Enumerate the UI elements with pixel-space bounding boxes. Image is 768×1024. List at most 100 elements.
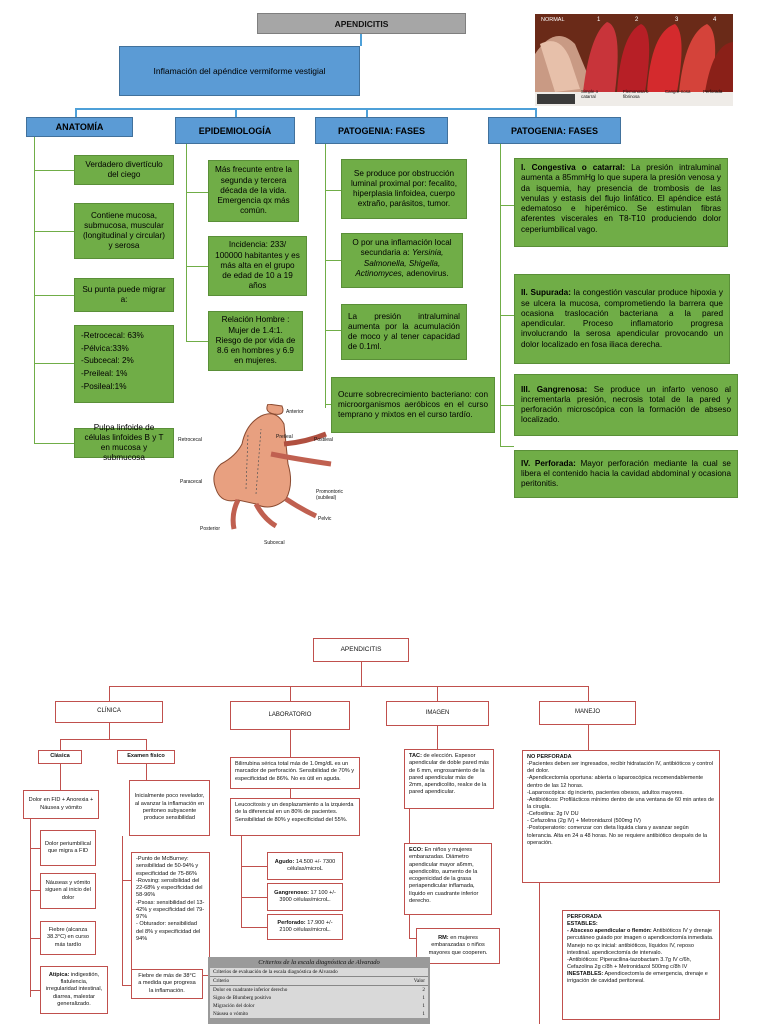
manejo-no-item-1: -Pacientes deben ser ingresados, recibir… xyxy=(527,761,713,775)
alvarado-table: Criterios de la escala diagnóstica de Al… xyxy=(208,957,430,1024)
atipica-title: Atípica: xyxy=(48,971,70,978)
anatomia-box-4: -Retrocecal: 63% -Pélvica:33% -Subcecal:… xyxy=(74,325,174,403)
photo-label-4: 4 xyxy=(713,17,717,23)
manejo-no-perforada: NO PERFORADA -Pacientes deben ser ingres… xyxy=(522,750,720,883)
fase-1-text: La presión intraluminal aumenta a 85mmHg… xyxy=(521,163,722,234)
photo-label-normal: NORMAL xyxy=(541,17,565,23)
manejo-no-item-6: - Cefazolina (2g IV) + Metronidazol (500… xyxy=(527,818,641,825)
header-anatomia: ANATOMÍA xyxy=(26,117,133,137)
photo-label-3: 3 xyxy=(675,17,679,23)
fase-4-title: IV. Perforada: xyxy=(521,458,576,468)
pat1-box-2-virus: adenovirus. xyxy=(406,268,449,278)
clinica-clasica: Clásica xyxy=(38,750,82,764)
imagen-rm-text: en mujeres embarazadas o niños mayores q… xyxy=(428,935,488,956)
photo-caption-4: Perforada xyxy=(703,89,723,94)
alvarado-caption: Criterios de la escala diagnóstica de Al… xyxy=(258,959,380,966)
bottom-title: APENDICITIS xyxy=(313,638,409,662)
clasica-box-4: Fiebre (alcanza 38.3°C) en curso más tar… xyxy=(40,921,96,955)
manejo-no-item-5: -Cefoxitina: 2g IV DU xyxy=(527,811,579,818)
retrocecal-value: -Retrocecal: 63% xyxy=(81,331,144,340)
alvarado-criterio: Signo de Blumberg positivo xyxy=(213,995,272,1001)
alvarado-valor: 1 xyxy=(422,1011,425,1017)
anat-label-anterior: Anterior xyxy=(286,409,304,415)
clasica-box-2: Dolor periumbilical que migra a FID xyxy=(40,830,96,866)
fase-4-box: IV. Perforada: Mayor perforación mediant… xyxy=(514,450,738,498)
pelvica-value: -Pélvica:33% xyxy=(81,343,129,353)
lab-box-1: Bilirrubina sérica total más de 1.0mg/dL… xyxy=(230,757,360,789)
examen-box-1: Inicialmente poco revelador, al avanzar … xyxy=(129,780,210,836)
manejo-no-item-2: -Apendicectomía oportuna: abierta o lapa… xyxy=(527,775,704,789)
photo-caption-2: Flemonosa o fibrinosa xyxy=(623,89,649,99)
anatomia-box-2: Contiene mucosa, submucosa, muscular (lo… xyxy=(74,203,174,259)
pat1-box-2-text: O por una inflamación local secundaria a… xyxy=(352,238,452,258)
pat1-box-1: Se produce por obstrucción luminal proxi… xyxy=(341,159,467,219)
imagen-eco-text: En niños y mujeres embarazadas. Diámetro… xyxy=(409,847,479,904)
alvarado-valor: 1 xyxy=(422,995,425,1001)
anatomia-box-1: Verdadero divertículo del ciego xyxy=(74,155,174,185)
alvarado-valor: 2 xyxy=(422,987,425,993)
branch-laboratorio: LABORATORIO xyxy=(230,701,350,730)
pat1-box-3: La presión intraluminal aumenta por la a… xyxy=(341,304,467,360)
fase-1-box: I. Congestiva o catarral: La presión int… xyxy=(514,158,728,247)
fase-2-text: la congestión vascular produce hipoxia y… xyxy=(521,288,723,349)
manejo-si-item-2-text: Manejo no qx inicial: antibióticos, líqu… xyxy=(567,942,694,956)
fase-1-title: I. Congestiva o catarral: xyxy=(521,163,626,172)
examen-box-3: Fiebre de más de 38°C a medida que progr… xyxy=(131,969,203,999)
anat-label-subcecal: Subcecal xyxy=(264,540,285,546)
appendix-positions-illustration: Anterior Retrocecal Preileal Postileal P… xyxy=(176,404,360,550)
alvarado-head-valor: Valor xyxy=(413,978,425,984)
anatomia-box-3: Su punta puede migrar a: xyxy=(74,278,174,312)
manejo-no-item-7: -Postoperatorio: comenzar con dieta líqu… xyxy=(527,825,708,846)
anat-label-retrocecal: Retrocecal xyxy=(178,437,202,443)
clinica-examen-fisico: Examen físico xyxy=(117,750,175,764)
lab-perforado-title: Perforado: xyxy=(277,919,306,926)
manejo-no-title: NO PERFORADA xyxy=(527,754,572,760)
top-title: APENDICITIS xyxy=(257,13,466,34)
lab-agudo-title: Agudo: xyxy=(274,858,295,865)
manejo-si-item-2: Manejo no qx inicial: antibióticos, líqu… xyxy=(567,943,715,957)
branch-clinica: CLÍNICA xyxy=(55,701,163,723)
lab-perforado-value: 17.900 +/- 2100 células/microL. xyxy=(279,919,333,933)
fase-3-title: III. Gangrenosa: xyxy=(521,384,588,394)
lab-perforado: Perforado: 17.900 +/- 2100 células/micro… xyxy=(267,914,343,940)
imagen-tac-text: de elección. Espesor apendicular de dobl… xyxy=(409,753,489,796)
imagen-eco: ECO: En niños y mujeres embarazadas. Diá… xyxy=(404,843,492,915)
photo-label-1: 1 xyxy=(597,17,601,23)
subcecal-value: -Subcecal: 2% xyxy=(81,356,134,366)
fase-4-text: Mayor perforación mediante la cual se li… xyxy=(521,458,731,489)
manejo-si-item-4: INESTABLES: Apendicectomía de emergencia… xyxy=(567,971,715,985)
anat-label-posterior: Posterior xyxy=(200,526,221,532)
branch-imagen: IMAGEN xyxy=(386,701,489,726)
mcburney-text: -Punto de McBurney: sensibilidad de 50-9… xyxy=(136,856,199,877)
obturador-text: - Obturador: sensibilidad del 8% y espec… xyxy=(136,921,201,942)
alvarado-head-criterio: Criterio xyxy=(213,978,230,984)
rovsing-text: -Rovsing: sensibilidad del 22-68% y espe… xyxy=(136,877,203,899)
appendix-stages-photo: NORMAL 1 2 3 4 Simple o catarral Flemono… xyxy=(535,14,733,106)
fase-2-box: II. Supurada: la congestión vascular pro… xyxy=(514,274,730,364)
lab-gangrenoso-value: 17 100 +/- 3900 células/microL. xyxy=(279,889,336,903)
manejo-perforada: PERFORADA ESTABLES: - Absceso apendicula… xyxy=(562,910,720,1020)
fase-3-box: III. Gangrenosa: Se produce un infarto v… xyxy=(514,374,738,436)
alvarado-row: Signo de Blumberg positivo 1 xyxy=(210,994,428,1002)
anat-label-paracecal: Paracecal xyxy=(180,479,203,485)
imagen-rm-title: RM: xyxy=(438,935,449,942)
photo-caption-1: Simple o catarral xyxy=(581,89,599,99)
manejo-si-item-1: - Absceso apendicular o flemón: Antibiót… xyxy=(567,928,715,942)
lab-box-2: Leucocitosis y un desplazamiento a la iz… xyxy=(230,798,360,836)
fase-2-title: II. Supurada: xyxy=(521,288,571,298)
preileal-value: -Preileal: 1% xyxy=(81,369,128,379)
manejo-no-item-3: -Laparoscópica: dg incierto, pacientes o… xyxy=(527,789,684,796)
psoas-text: -Psoas: sensibilidad del 13-42% y especi… xyxy=(136,899,205,921)
lab-agudo-value: 14.500 +/- 7300 células/microL xyxy=(287,858,336,872)
imagen-tac-title: TAC: xyxy=(409,753,422,759)
manejo-si-item-1-head: - Absceso apendicular o flemón: xyxy=(567,928,652,935)
fase-3-text: Se produce un infarto venoso al incremen… xyxy=(521,384,732,425)
manejo-si-item-4-text: Apendicectomía de emergencia, drenaje e … xyxy=(567,971,708,985)
clasica-box-1: Dolor en FID + Anorexia + Náusea y vómit… xyxy=(23,790,99,819)
epi-box-2: Incidencia: 233/ 100000 habitantes y es … xyxy=(208,236,307,296)
manejo-si-item-3: -Antibióticos: Piperacilina-tazobactam 3… xyxy=(567,957,715,971)
appendix-positions-drawing xyxy=(213,404,332,530)
manejo-si-title: PERFORADA xyxy=(567,914,602,920)
